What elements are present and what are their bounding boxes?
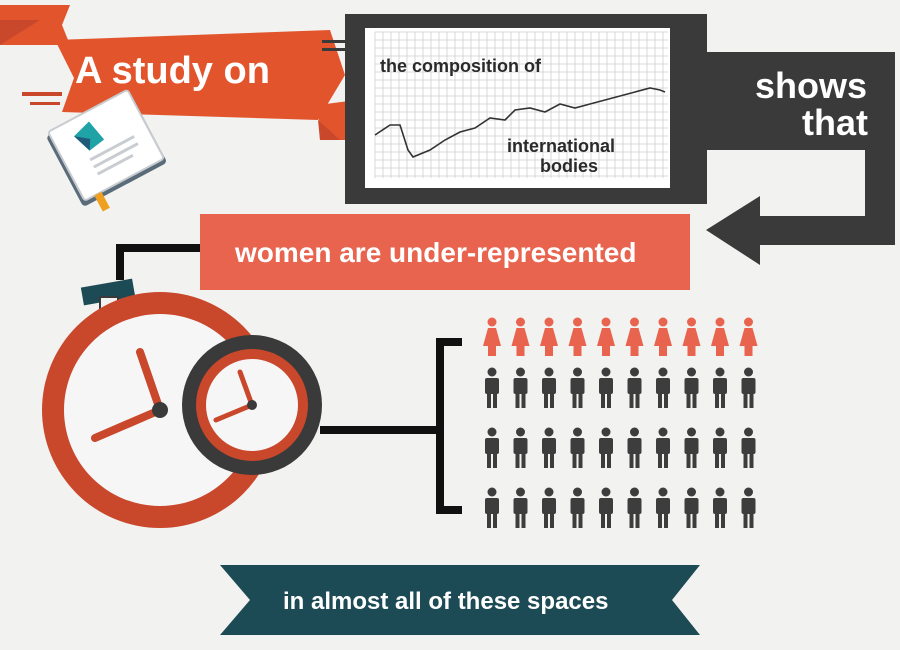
male-person-icon xyxy=(542,427,556,468)
male-person-icon xyxy=(513,427,528,468)
line-chart-icon xyxy=(374,87,666,158)
male-person-icon xyxy=(627,487,642,528)
chart-caption-bottom-2: bodies xyxy=(540,156,598,176)
female-person-icon xyxy=(739,317,758,356)
chart-caption-top: the composition of xyxy=(380,56,542,76)
male-person-icon xyxy=(570,487,585,528)
footer-text: in almost all of these spaces xyxy=(283,588,608,615)
shows-text: shows xyxy=(755,65,867,106)
male-person-icon xyxy=(656,427,670,468)
study-ribbon: A study on xyxy=(0,5,398,140)
male-person-icon xyxy=(656,367,670,408)
male-person-icon xyxy=(513,487,528,528)
male-person-icon xyxy=(485,367,499,408)
male-person-icon xyxy=(741,427,756,468)
male-person-icon xyxy=(513,367,528,408)
small-clock-icon xyxy=(182,335,322,475)
male-person-icon xyxy=(599,427,613,468)
arrow-icon: shows that xyxy=(706,52,895,265)
male-person-icon xyxy=(713,427,727,468)
male-person-icon xyxy=(741,367,756,408)
male-person-icon xyxy=(684,487,699,528)
male-person-icon xyxy=(542,367,556,408)
female-person-icon xyxy=(682,317,701,356)
male-person-icon xyxy=(599,367,613,408)
male-person-icon xyxy=(627,367,642,408)
male-person-icon xyxy=(542,487,556,528)
male-person-icon xyxy=(713,367,727,408)
male-person-icon xyxy=(741,487,756,528)
female-person-icon xyxy=(483,317,501,356)
main-message: women are under-represented xyxy=(234,237,636,268)
male-person-icon xyxy=(684,367,699,408)
female-person-icon xyxy=(625,317,644,356)
male-person-icon xyxy=(485,427,499,468)
people-grid xyxy=(483,317,758,528)
study-title: A study on xyxy=(75,50,270,92)
male-person-icon xyxy=(713,487,727,528)
female-person-icon xyxy=(597,317,615,356)
chart-caption-bottom-1: international xyxy=(507,136,615,156)
male-person-icon xyxy=(570,427,585,468)
female-person-icon xyxy=(654,317,672,356)
female-person-icon xyxy=(568,317,587,356)
male-person-icon xyxy=(485,487,499,528)
connector-top xyxy=(116,244,200,280)
male-person-icon xyxy=(570,367,585,408)
male-person-icon xyxy=(684,427,699,468)
male-person-icon xyxy=(656,487,670,528)
that-text: that xyxy=(802,102,868,143)
bracket xyxy=(436,338,462,514)
male-person-icon xyxy=(627,427,642,468)
male-person-icon xyxy=(599,487,613,528)
footer-banner: in almost all of these spaces xyxy=(220,565,700,635)
chart-frame: the composition of international bodies xyxy=(345,14,707,204)
main-message-box: women are under-represented xyxy=(200,214,690,290)
female-person-icon xyxy=(511,317,530,356)
female-person-icon xyxy=(711,317,729,356)
female-person-icon xyxy=(540,317,558,356)
book-icon xyxy=(47,89,166,212)
